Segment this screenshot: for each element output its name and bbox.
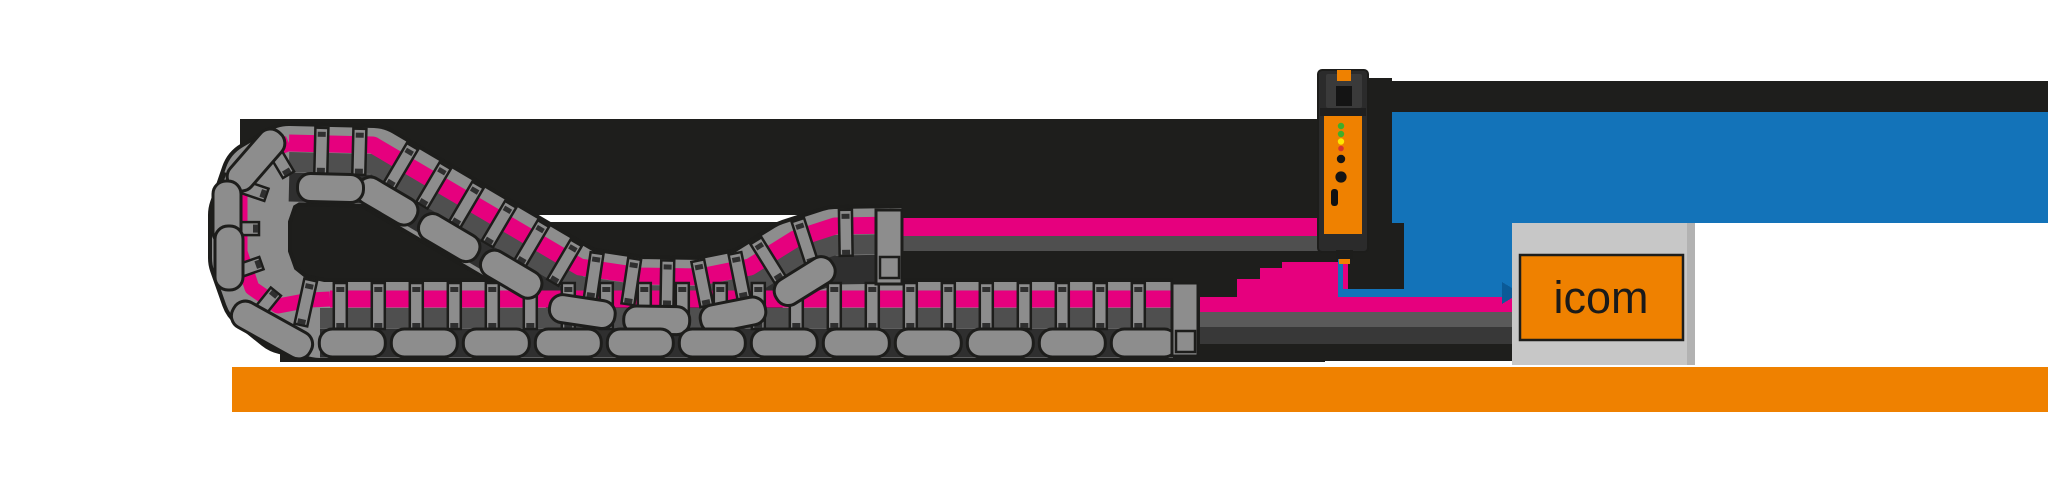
cable-lower-connection — [1200, 256, 1512, 312]
module-top-tab — [1337, 70, 1351, 81]
led-yellow — [1337, 138, 1345, 145]
icom-label: icom — [1553, 272, 1648, 323]
module-divider — [1320, 108, 1366, 116]
data-line-horizontal — [1338, 289, 1502, 297]
icom-box: icom — [1512, 223, 1695, 365]
ground-layers — [1200, 312, 1512, 344]
data-block — [1392, 112, 2048, 223]
led-green-2 — [1337, 130, 1345, 138]
module-top-slot — [1336, 86, 1352, 106]
module-bottom-connector — [1336, 250, 1353, 259]
cable-step — [1282, 262, 1340, 312]
ground-gray-band — [1200, 312, 1512, 327]
bg-block — [1392, 81, 2048, 112]
cable-step — [1237, 279, 1265, 299]
cable-exit-band — [902, 218, 1325, 251]
icom-panel — [1518, 253, 1685, 342]
data-arrow-head-icon — [1502, 282, 1520, 304]
guide-trough-rail — [232, 367, 2048, 412]
module-connector-small — [1336, 154, 1346, 164]
led-red — [1338, 145, 1344, 152]
cable-drop-magenta — [1343, 256, 1348, 303]
cable-band-shadow — [902, 236, 1325, 251]
led-green-1 — [1337, 122, 1345, 130]
module-bottom-stub — [1339, 259, 1350, 264]
data-line-vertical — [1338, 258, 1343, 297]
module-usb-slot — [1331, 189, 1338, 206]
energy-chain — [208, 122, 1200, 362]
data-block-step — [1404, 223, 1512, 297]
data-flow-blue — [1338, 112, 2048, 304]
cable-strip-magenta — [1200, 297, 1512, 312]
cable-band-magenta — [902, 218, 1325, 236]
monitoring-module — [1317, 69, 1369, 264]
icom-housing-shade — [1687, 223, 1695, 365]
module-connector-large — [1335, 171, 1347, 183]
ground-dark-band — [1200, 327, 1512, 344]
bg-white-notch — [532, 215, 800, 222]
